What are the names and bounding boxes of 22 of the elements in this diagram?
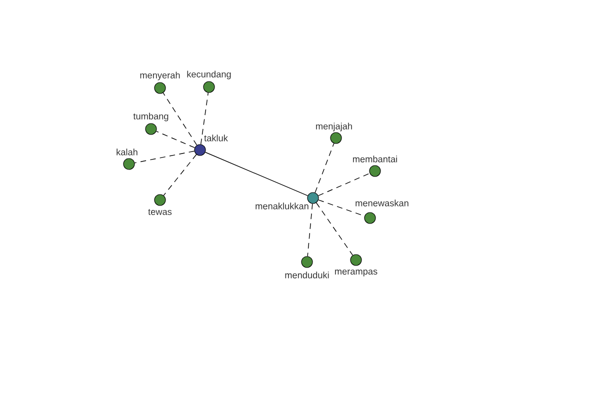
node-label: menduduki <box>285 272 329 278</box>
dashed-line <box>316 202 354 256</box>
node-label: membantai <box>353 156 397 162</box>
dashed-line <box>163 154 197 196</box>
dashed-line <box>156 130 196 148</box>
node-label: tumbang <box>133 112 168 122</box>
node-label: menjajah <box>316 122 352 132</box>
dashed-line <box>307 203 313 257</box>
node-label: kalah <box>116 148 138 156</box>
node-label: merampas <box>335 270 378 276</box>
node-label: kecundang <box>187 70 231 80</box>
dashed-line <box>162 92 198 146</box>
node-label: menewaskan <box>356 200 408 206</box>
connector-line <box>204 152 308 196</box>
node-label: takluk <box>204 134 228 142</box>
node-label: menyerah <box>140 72 180 80</box>
node-label: tewas <box>148 209 172 215</box>
dashed-line <box>134 150 195 164</box>
dashed-line <box>200 92 209 145</box>
dashed-line <box>314 143 334 193</box>
dashed-line <box>318 172 370 196</box>
node-label: menaklukkan <box>256 202 308 210</box>
